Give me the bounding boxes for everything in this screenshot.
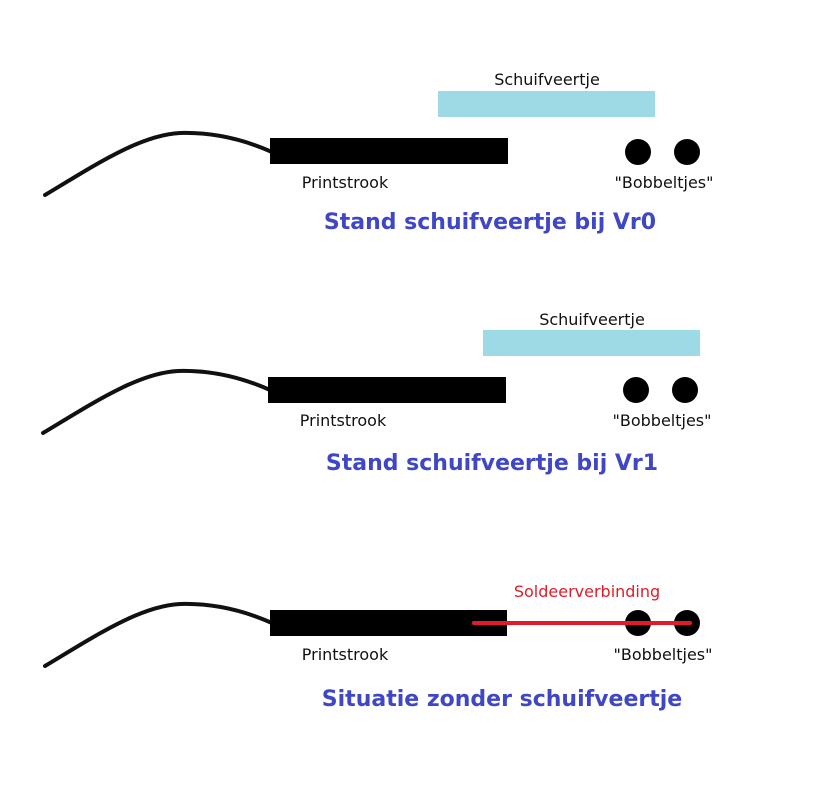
- bobbeltje-left: [625, 139, 651, 165]
- panel-caption: Stand schuifveertje bij Vr1: [326, 451, 658, 476]
- printstrook: [270, 610, 507, 636]
- strip-label: Printstrook: [300, 411, 387, 430]
- bumps-label: "Bobbeltjes": [615, 173, 714, 192]
- bumps-label: "Bobbeltjes": [614, 645, 713, 664]
- panel-no-spring: Soldeerverbinding Printstrook "Bobbeltje…: [43, 582, 713, 712]
- spring-label: Schuifveertje: [539, 310, 645, 329]
- wire: [41, 368, 272, 435]
- schuifveertje: [483, 330, 700, 356]
- solder-label: Soldeerverbinding: [514, 582, 660, 601]
- strip-label: Printstrook: [302, 645, 389, 664]
- printstrook: [270, 138, 508, 164]
- bobbeltje-right: [672, 377, 698, 403]
- bobbeltje-left: [623, 377, 649, 403]
- wire: [43, 601, 274, 668]
- panel-vr1: Schuifveertje Printstrook "Bobbeltjes" S…: [41, 310, 712, 476]
- wire: [43, 130, 274, 197]
- panel-caption: Stand schuifveertje bij Vr0: [324, 210, 656, 235]
- bobbeltje-right: [674, 139, 700, 165]
- printstrook: [268, 377, 506, 403]
- strip-label: Printstrook: [302, 173, 389, 192]
- bumps-label: "Bobbeltjes": [613, 411, 712, 430]
- spring-label: Schuifveertje: [494, 70, 600, 89]
- panel-caption: Situatie zonder schuifveertje: [322, 687, 682, 712]
- schuifveertje: [438, 91, 655, 117]
- panel-vr0: Schuifveertje Printstrook "Bobbeltjes" S…: [43, 70, 714, 235]
